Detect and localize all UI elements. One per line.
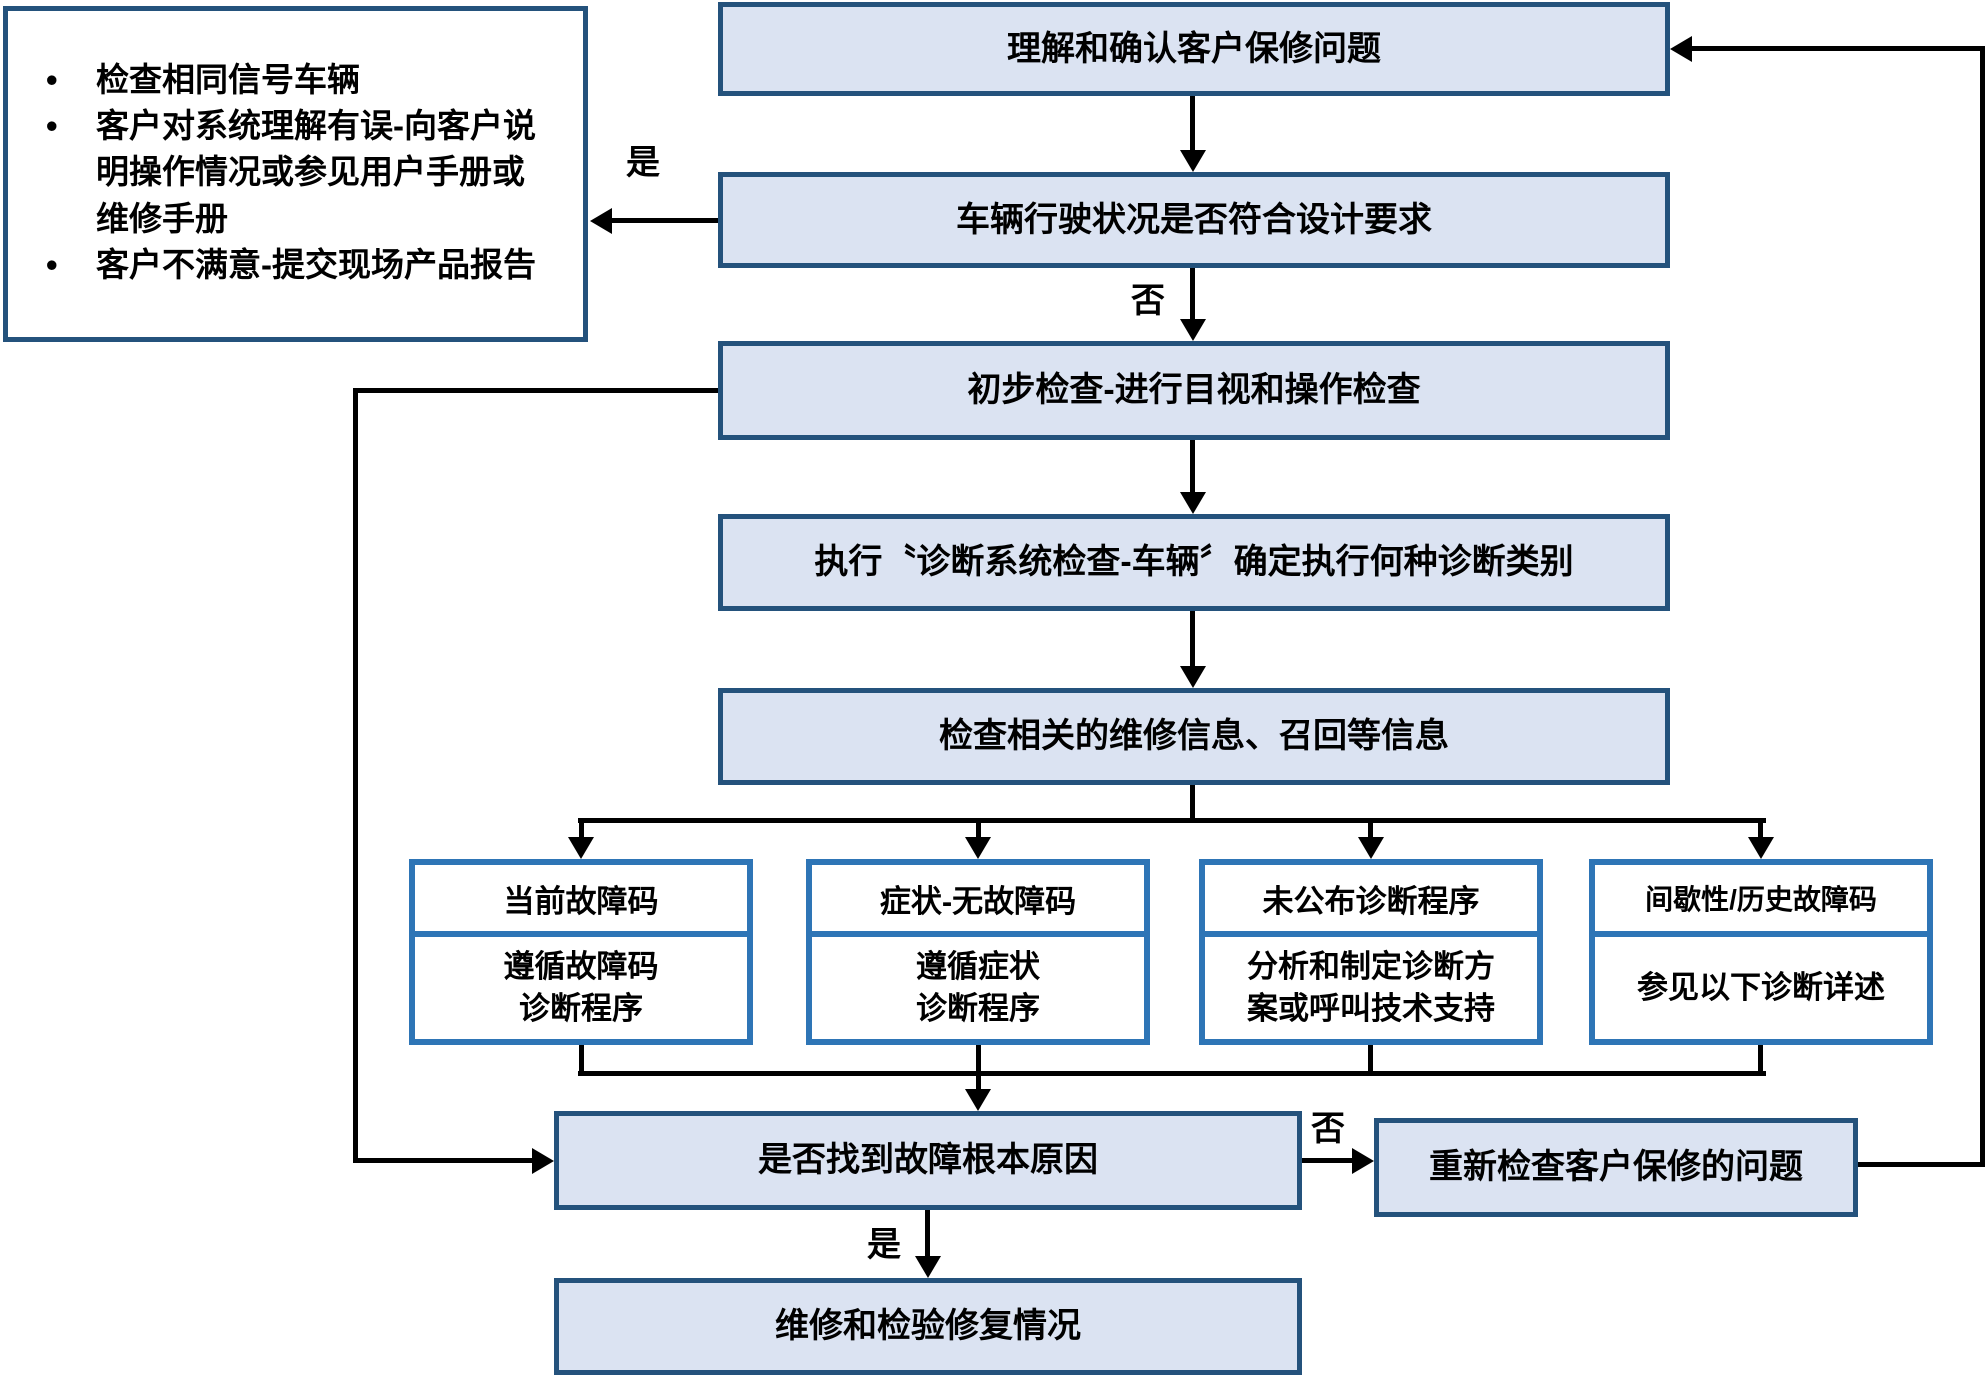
flow-box-diagnostic-system-label: 执行〝诊断系统检查-车辆〞确定执行何种诊断类别 <box>814 543 1574 582</box>
branch-header-symptom-no-dtc: 症状-无故障码 <box>812 865 1144 937</box>
flow-box-driving-check: 车辆行驶状况是否符合设计要求 <box>718 172 1670 268</box>
bypass-line-top <box>353 388 718 393</box>
customer-note-list: 检查相同信号车辆 客户对系统理解有误-向客户说 明操作情况或参见用户手册或 维修… <box>8 11 583 288</box>
label-no-rootcause: 否 <box>1311 1110 1345 1148</box>
branch-merge-line <box>578 1071 1766 1076</box>
arrowhead-left-understand <box>1670 36 1692 62</box>
note-item: 客户对系统理解有误-向客户说 明操作情况或参见用户手册或 维修手册 <box>32 103 573 242</box>
loop-line-bottom <box>1858 1162 1985 1167</box>
branch-box-current-dtc: 当前故障码 遵循故障码 诊断程序 <box>409 859 753 1045</box>
flow-box-understand-label: 理解和确认客户保修问题 <box>1007 29 1381 68</box>
branch-header-intermittent-history-dtc: 间歇性/历史故障码 <box>1595 865 1927 937</box>
branch-distribution-line <box>578 818 1766 823</box>
branch-body-intermittent-history-dtc: 参见以下诊断详述 <box>1637 970 1885 1006</box>
arrowhead-left-note <box>590 208 612 234</box>
connector-driving-note <box>612 218 718 223</box>
connector-drop-current-dtc <box>579 820 584 839</box>
connector-understand-driving <box>1190 96 1195 150</box>
branch-header-unpublished-procedure: 未公布诊断程序 <box>1205 865 1537 937</box>
flow-box-recheck-label: 重新检查客户保修的问题 <box>1429 1148 1803 1187</box>
flow-box-repair-label: 维修和检验修复情况 <box>775 1307 1081 1346</box>
arrowhead-down-diagnostic <box>1180 492 1206 514</box>
loop-line-top <box>1692 46 1985 51</box>
connector-rootcause-recheck <box>1302 1158 1354 1163</box>
arrowhead-down-rootcause <box>965 1089 991 1111</box>
connector-preliminary-diagnostic <box>1190 440 1195 492</box>
connector-rootcause-repair <box>925 1210 930 1258</box>
flow-box-root-cause: 是否找到故障根本原因 <box>554 1111 1302 1210</box>
merge-stub-intermittent <box>1758 1045 1763 1076</box>
arrowhead-down-unpublished <box>1358 837 1384 859</box>
connector-merge-rootcause <box>976 1045 981 1091</box>
label-yes-driving: 是 <box>626 144 660 182</box>
arrowhead-down-service <box>1180 666 1206 688</box>
branch-box-unpublished-procedure: 未公布诊断程序 分析和制定诊断方 案或呼叫技术支持 <box>1199 859 1543 1045</box>
connector-drop-symptom <box>976 820 981 839</box>
branch-header-current-dtc: 当前故障码 <box>415 865 747 937</box>
flow-box-preliminary: 初步检查-进行目视和操作检查 <box>718 341 1670 440</box>
connector-driving-preliminary <box>1190 268 1195 319</box>
bypass-line-bottom <box>353 1158 532 1163</box>
branch-body-current-dtc: 遵循故障码 诊断程序 <box>503 949 659 1026</box>
flow-box-diagnostic-system: 执行〝诊断系统检查-车辆〞确定执行何种诊断类别 <box>718 514 1670 611</box>
flow-box-repair: 维修和检验修复情况 <box>554 1278 1302 1375</box>
arrowhead-down-intermittent <box>1748 837 1774 859</box>
note-item: 客户不满意-提交现场产品报告 <box>32 242 573 288</box>
label-no-driving: 否 <box>1131 282 1165 320</box>
connector-diagnostic-service <box>1190 611 1195 666</box>
connector-drop-intermittent <box>1758 820 1763 839</box>
flow-box-driving-check-label: 车辆行驶状况是否符合设计要求 <box>956 200 1432 239</box>
arrowhead-down-symptom <box>965 837 991 859</box>
arrowhead-right-recheck <box>1352 1148 1374 1174</box>
arrowhead-right-rootcause <box>532 1148 554 1174</box>
arrowhead-down-preliminary <box>1180 319 1206 341</box>
branch-body-symptom-no-dtc: 遵循症状 诊断程序 <box>916 949 1040 1026</box>
flow-box-understand: 理解和确认客户保修问题 <box>718 2 1670 96</box>
flow-box-preliminary-label: 初步检查-进行目视和操作检查 <box>967 371 1421 410</box>
arrowhead-down-driving <box>1180 150 1206 172</box>
flow-box-service-info-label: 检查相关的维修信息、召回等信息 <box>939 717 1449 756</box>
arrowhead-down-current-dtc <box>568 837 594 859</box>
branch-box-intermittent-history-dtc: 间歇性/历史故障码 参见以下诊断详述 <box>1589 859 1933 1045</box>
flow-box-recheck: 重新检查客户保修的问题 <box>1374 1118 1858 1217</box>
branch-box-symptom-no-dtc: 症状-无故障码 遵循症状 诊断程序 <box>806 859 1150 1045</box>
arrowhead-down-repair <box>915 1256 941 1278</box>
connector-service-branchline <box>1190 785 1195 823</box>
branch-body-unpublished-procedure: 分析和制定诊断方 案或呼叫技术支持 <box>1247 949 1495 1026</box>
label-yes-rootcause: 是 <box>867 1226 901 1264</box>
flow-box-root-cause-label: 是否找到故障根本原因 <box>758 1141 1098 1180</box>
note-item: 检查相同信号车辆 <box>32 57 573 103</box>
customer-note-box: 检查相同信号车辆 客户对系统理解有误-向客户说 明操作情况或参见用户手册或 维修… <box>3 6 588 342</box>
flow-box-service-info: 检查相关的维修信息、召回等信息 <box>718 688 1670 785</box>
connector-drop-unpublished <box>1368 820 1373 839</box>
loop-line-vertical <box>1980 46 1985 1167</box>
merge-stub-current-dtc <box>579 1045 584 1076</box>
merge-stub-unpublished <box>1368 1045 1373 1076</box>
bypass-line-vertical <box>353 388 358 1163</box>
